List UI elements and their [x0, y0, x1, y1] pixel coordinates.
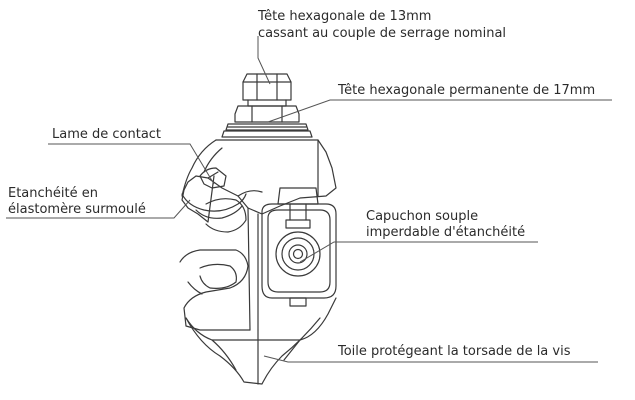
cap-housing — [261, 187, 337, 299]
elastomer-seal-upper — [181, 193, 247, 212]
leader-contact — [48, 143, 215, 185]
leader-head13 — [257, 36, 271, 85]
cable-opening-top — [205, 198, 247, 233]
leader-cloth — [263, 355, 598, 363]
label-seal-line2: élastomère surmoulé — [8, 202, 146, 217]
lower-jaw — [179, 249, 251, 331]
label-seal-line1: Etanchéité en — [8, 186, 98, 201]
cap-tether — [289, 297, 307, 307]
label-head13-line2: cassant au couple de serrage nominal — [258, 26, 507, 41]
leader-seal — [6, 199, 191, 219]
label-head17: Tête hexagonale permanente de 17mm — [338, 83, 596, 98]
leader-cap — [299, 241, 538, 263]
hex-head-13mm — [242, 73, 292, 101]
label-cloth: Toile protégeant la torsade de la vis — [338, 344, 571, 359]
breakaway-neck — [247, 99, 287, 107]
label-cap-line2: imperdable d'étanchéité — [366, 225, 526, 240]
label-contact: Lame de contact — [52, 127, 162, 142]
washer-stack — [221, 123, 313, 138]
hex-head-17mm — [234, 105, 300, 123]
label-head13-line1: Tête hexagonale de 13mm — [258, 9, 432, 24]
protective-cloth — [185, 297, 337, 385]
label-cap-line1: Capuchon souple — [366, 209, 479, 224]
leader-head17 — [267, 99, 612, 123]
